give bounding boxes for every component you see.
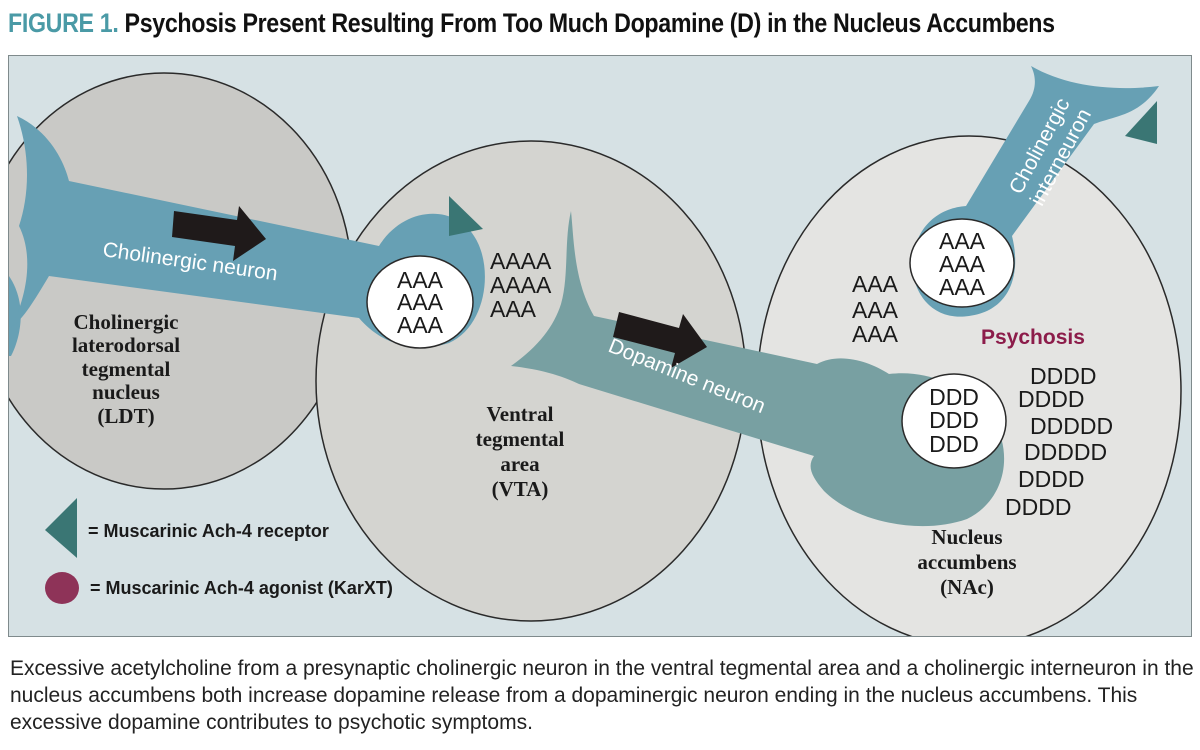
release-text: DDDD	[1030, 363, 1096, 389]
region-label-line: nucleus	[92, 380, 160, 404]
vesicle-text: DDD	[929, 384, 979, 410]
nac-ach-receptor-icon	[1125, 101, 1157, 144]
cholinergic-flow-arrow-icon	[172, 206, 266, 261]
release-text: AAA	[852, 297, 899, 323]
region-label-line: (NAc)	[940, 575, 994, 599]
receptor-legend-label: = Muscarinic Ach-4 receptor	[88, 521, 329, 541]
release-text: DDDD	[1005, 494, 1071, 520]
vesicle-text: AAA	[939, 228, 986, 254]
region-label-line: (LDT)	[97, 404, 154, 428]
region-label-line: tegmental	[82, 357, 171, 381]
vesicle-text: DDD	[929, 407, 979, 433]
release-text: AAA	[852, 271, 899, 297]
legend: = Muscarinic Ach-4 receptor = Muscarinic…	[45, 498, 393, 604]
region-label-line: Nucleus	[931, 525, 1002, 549]
agonist-legend-icon	[45, 572, 79, 604]
dopamine-neuron	[511, 211, 1005, 527]
figure-title: FIGURE 1. Psychosis Present Resulting Fr…	[8, 6, 1055, 40]
release-text: DDDDD	[1024, 439, 1107, 465]
region-label-line: (VTA)	[492, 477, 549, 501]
figure-title-text: Psychosis Present Resulting From Too Muc…	[124, 8, 1056, 38]
release-text: AAAA	[490, 248, 552, 274]
agonist-legend-label: = Muscarinic Ach-4 agonist (KarXT)	[90, 578, 393, 598]
vta-acetylcholine-release: AAAA AAAA AAA	[490, 248, 552, 322]
region-label-line: area	[500, 452, 540, 476]
vesicle-text: AAA	[939, 274, 986, 300]
release-text: AAAA	[490, 272, 552, 298]
vta-ach-receptor-icon	[449, 196, 483, 236]
nac-label: Nucleus accumbens (NAc)	[917, 525, 1016, 599]
dopamine-flow-arrow-icon	[613, 312, 707, 368]
ldt-label: Cholinergic laterodorsal tegmental nucle…	[72, 310, 180, 428]
vta-label: Ventral tegmental area (VTA)	[476, 402, 565, 501]
release-text: AAA	[490, 296, 537, 322]
region-label-line: Cholinergic	[74, 310, 179, 334]
release-text: DDDDD	[1030, 413, 1113, 439]
nac-acetylcholine-release: AAA AAA AAA	[852, 271, 899, 347]
vesicle-text: AAA	[397, 267, 444, 293]
psychosis-label: Psychosis	[981, 326, 1085, 349]
vesicle-text: DDD	[929, 431, 979, 457]
vesicle-text: AAA	[939, 251, 986, 277]
receptor-legend-icon	[45, 498, 77, 558]
diagram-panel: Cholinergic neuron Dopamine neuron Choli…	[8, 55, 1192, 637]
figure-caption: Excessive acetylcholine from a presynapt…	[10, 657, 1194, 734]
interneuron-terminal-vesicle: AAA AAA AAA	[909, 218, 1015, 308]
region-label-line: accumbens	[917, 550, 1016, 574]
diagram-svg: Cholinergic neuron Dopamine neuron Choli…	[9, 66, 1182, 636]
vesicle-text: AAA	[397, 289, 444, 315]
region-label-line: tegmental	[476, 427, 565, 451]
figure-number: FIGURE 1.	[8, 8, 119, 38]
release-text: DDDD	[1018, 386, 1084, 412]
region-label-line: laterodorsal	[72, 333, 180, 357]
dopamine-terminal-vesicle: DDD DDD DDD	[901, 373, 1007, 469]
region-label-line: Ventral	[487, 402, 554, 426]
nac-dopamine-release: DDDD DDDD DDDDD DDDDD DDDD DDDD	[1005, 363, 1113, 520]
release-text: AAA	[852, 321, 899, 347]
cholinergic-terminal-vesicle: AAA AAA AAA	[366, 255, 474, 349]
release-text: DDDD	[1018, 466, 1084, 492]
vesicle-text: AAA	[397, 312, 444, 338]
